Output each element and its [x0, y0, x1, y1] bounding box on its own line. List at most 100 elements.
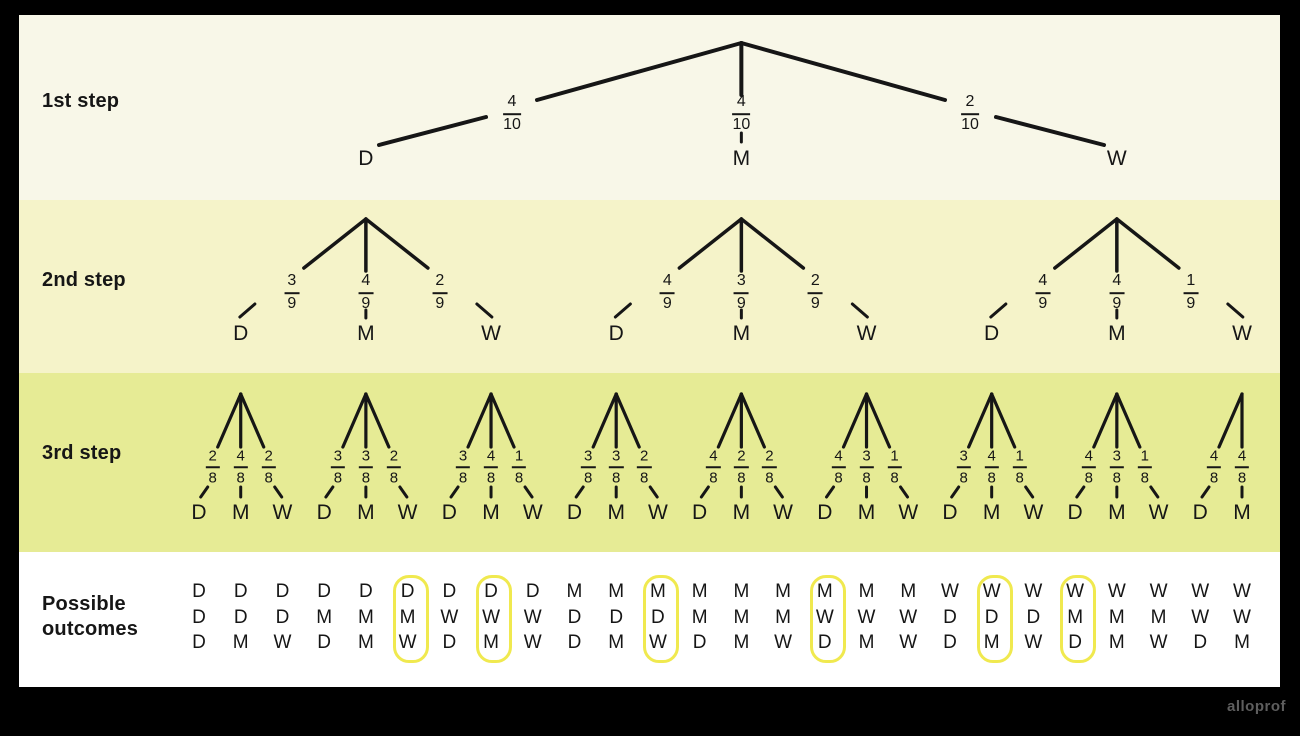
outcome-letter: W [523, 606, 542, 628]
outcome-highlight-circle [392, 575, 429, 663]
fraction-numerator: 3 [358, 448, 374, 468]
outcome-letter: M [608, 632, 625, 653]
branch-line [523, 485, 534, 499]
outcome-letter: M [691, 581, 708, 602]
fraction-denominator: 8 [834, 469, 843, 486]
outcome-letter: D [525, 581, 540, 602]
fraction-denominator: 10 [503, 116, 521, 133]
outcome-highlight-circle [476, 575, 513, 663]
branch-line [990, 392, 1017, 449]
step3-node-letter: M [1233, 501, 1251, 524]
branch-line [466, 392, 493, 449]
outcome-letter: W [940, 581, 959, 602]
outcome-letter: D [1068, 632, 1082, 653]
step2-node-letter: W [1232, 322, 1252, 345]
step3-node-letter: D [316, 501, 332, 524]
outcome-letter: M [775, 606, 791, 628]
branch-line [1115, 392, 1142, 449]
branch-line [364, 217, 430, 270]
outcome-letter: M [1234, 632, 1250, 653]
outcome-letter: M [316, 606, 333, 628]
outcome-letter: D [442, 632, 457, 653]
step3-node-letter: W [773, 501, 793, 524]
alloprof-watermark: alloprof [1227, 698, 1286, 715]
branch-line [574, 485, 585, 499]
fraction-denominator: 8 [486, 469, 496, 486]
branch-line [989, 302, 1008, 319]
branch-line [773, 485, 784, 499]
step3-node-letter: D [1192, 501, 1208, 524]
outcome-letter: M [483, 632, 499, 653]
branch-line [739, 392, 766, 449]
step3-node-letter: W [397, 501, 418, 524]
step3-node-letter: W [1023, 501, 1044, 524]
branch-line [841, 392, 869, 449]
outcome-letter: D [233, 606, 248, 628]
outcome-letter: D [692, 632, 707, 653]
outcome-letter: D [359, 581, 373, 602]
outcome-letter: M [1108, 632, 1125, 653]
fraction-denominator: 8 [737, 469, 746, 486]
outcome-letter: D [609, 606, 624, 628]
outcome-letter: M [775, 581, 791, 602]
branch-line [238, 302, 257, 319]
step2-node-letter: M [732, 322, 751, 345]
outcome-letter: D [567, 632, 582, 653]
fraction-numerator: 3 [956, 448, 971, 468]
branch-line [449, 485, 460, 499]
outcome-letter: W [1233, 581, 1251, 602]
outcome-letter: M [566, 581, 583, 602]
outcome-letter: M [858, 632, 875, 653]
fraction-denominator: 8 [361, 469, 371, 486]
fraction-numerator: 2 [637, 448, 652, 468]
step3-row [19, 373, 1280, 552]
branch-line [614, 392, 641, 449]
step3-node-letter: D [942, 501, 958, 524]
outcome-letter: W [1191, 606, 1210, 628]
fraction-numerator: 1 [1012, 448, 1027, 468]
step3-node-letter: M [482, 501, 500, 524]
outcome-letter: M [399, 606, 416, 628]
outcome-letter: W [273, 632, 292, 653]
branch-line [341, 392, 368, 449]
step2-node-letter: M [357, 322, 375, 345]
fraction-denominator: 8 [640, 469, 649, 486]
fraction-numerator: 4 [1234, 448, 1250, 468]
fraction-denominator: 8 [612, 469, 621, 486]
fraction-numerator: 3 [284, 272, 300, 294]
fraction-denominator: 8 [584, 469, 593, 486]
outcome-letter: W [815, 606, 834, 628]
step3-node-letter: M [732, 501, 751, 524]
outcome-letter: D [192, 632, 206, 653]
fraction-numerator: 1 [1183, 272, 1199, 294]
branch-line [216, 392, 243, 449]
fraction-numerator: 3 [455, 448, 471, 468]
step3-label: 3rd step [42, 442, 122, 464]
outcome-letter: M [1150, 606, 1167, 628]
step3-node-letter: M [607, 501, 625, 524]
branch-line [716, 392, 743, 449]
step3-node-letter: D [1067, 501, 1083, 524]
fraction-numerator: 4 [233, 448, 248, 468]
fraction-numerator: 4 [706, 448, 721, 468]
outcome-letter: D [442, 581, 457, 602]
branch-line [850, 302, 869, 319]
